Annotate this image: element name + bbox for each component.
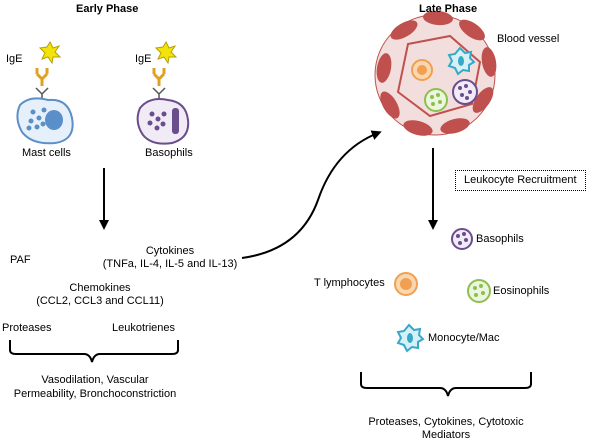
late-outcome-line1: Proteases, Cytokines, Cytotoxic (368, 416, 524, 428)
late-outcome-line2: Mediators (421, 429, 471, 441)
ige-label-mast: IgE (6, 53, 23, 65)
leukocyte-recruitment-box: Leukocyte Recruitment (455, 170, 586, 191)
t-lymphocytes-label: T lymphocytes (314, 277, 385, 289)
curved-arrow-to-late-phase (241, 130, 382, 259)
early-phase-bracket (9, 340, 179, 363)
basophils-early-label: Basophils (145, 147, 193, 159)
mast-cells-label: Mast cells (22, 147, 71, 159)
early-outcome-line1: Vasodilation, Vascular (41, 374, 149, 386)
paf-label: PAF (10, 254, 31, 266)
leukotrienes-label: Leukotrienes (112, 322, 175, 334)
early-outcome-line2: Permeability, Bronchoconstriction (13, 388, 177, 400)
ige-antibody-icon (35, 68, 49, 86)
blood-vessel-icon (374, 10, 497, 136)
proteases-label: Proteases (2, 322, 52, 334)
basophil-late-icon (451, 228, 473, 250)
mast-cell-icon (16, 97, 74, 145)
eosinophils-label: Eosinophils (493, 285, 550, 297)
monocyte-icon (396, 323, 425, 353)
chemokines-title: Chemokines (69, 282, 131, 294)
antigen-icon (38, 40, 62, 65)
late-phase-bracket (360, 372, 532, 397)
cytokines-list: (TNFa, IL-4, IL-5 and IL-13) (102, 258, 238, 270)
monocyte-in-vessel-icon (447, 46, 476, 76)
ige-label-basophil: IgE (135, 53, 152, 65)
basophil-in-vessel-icon (452, 79, 478, 105)
basophils-late-label: Basophils (476, 233, 524, 245)
chemokines-list: (CCL2, CCL3 and CCL11) (36, 295, 164, 307)
monocyte-label: Monocyte/Mac (428, 332, 500, 344)
t-lymphocyte-in-vessel-icon (411, 59, 433, 81)
t-lymphocyte-icon (394, 272, 418, 296)
ige-antibody-icon (152, 68, 166, 86)
cytokines-title: Cytokines (145, 245, 195, 257)
early-phase-title: Early Phase (76, 3, 139, 15)
eosinophil-in-vessel-icon (424, 88, 448, 112)
eosinophil-icon (467, 279, 491, 303)
basophil-icon (136, 98, 190, 145)
antigen-icon (154, 40, 178, 65)
late-phase-title: Late Phase (419, 3, 478, 15)
blood-vessel-label: Blood vessel (497, 33, 560, 45)
